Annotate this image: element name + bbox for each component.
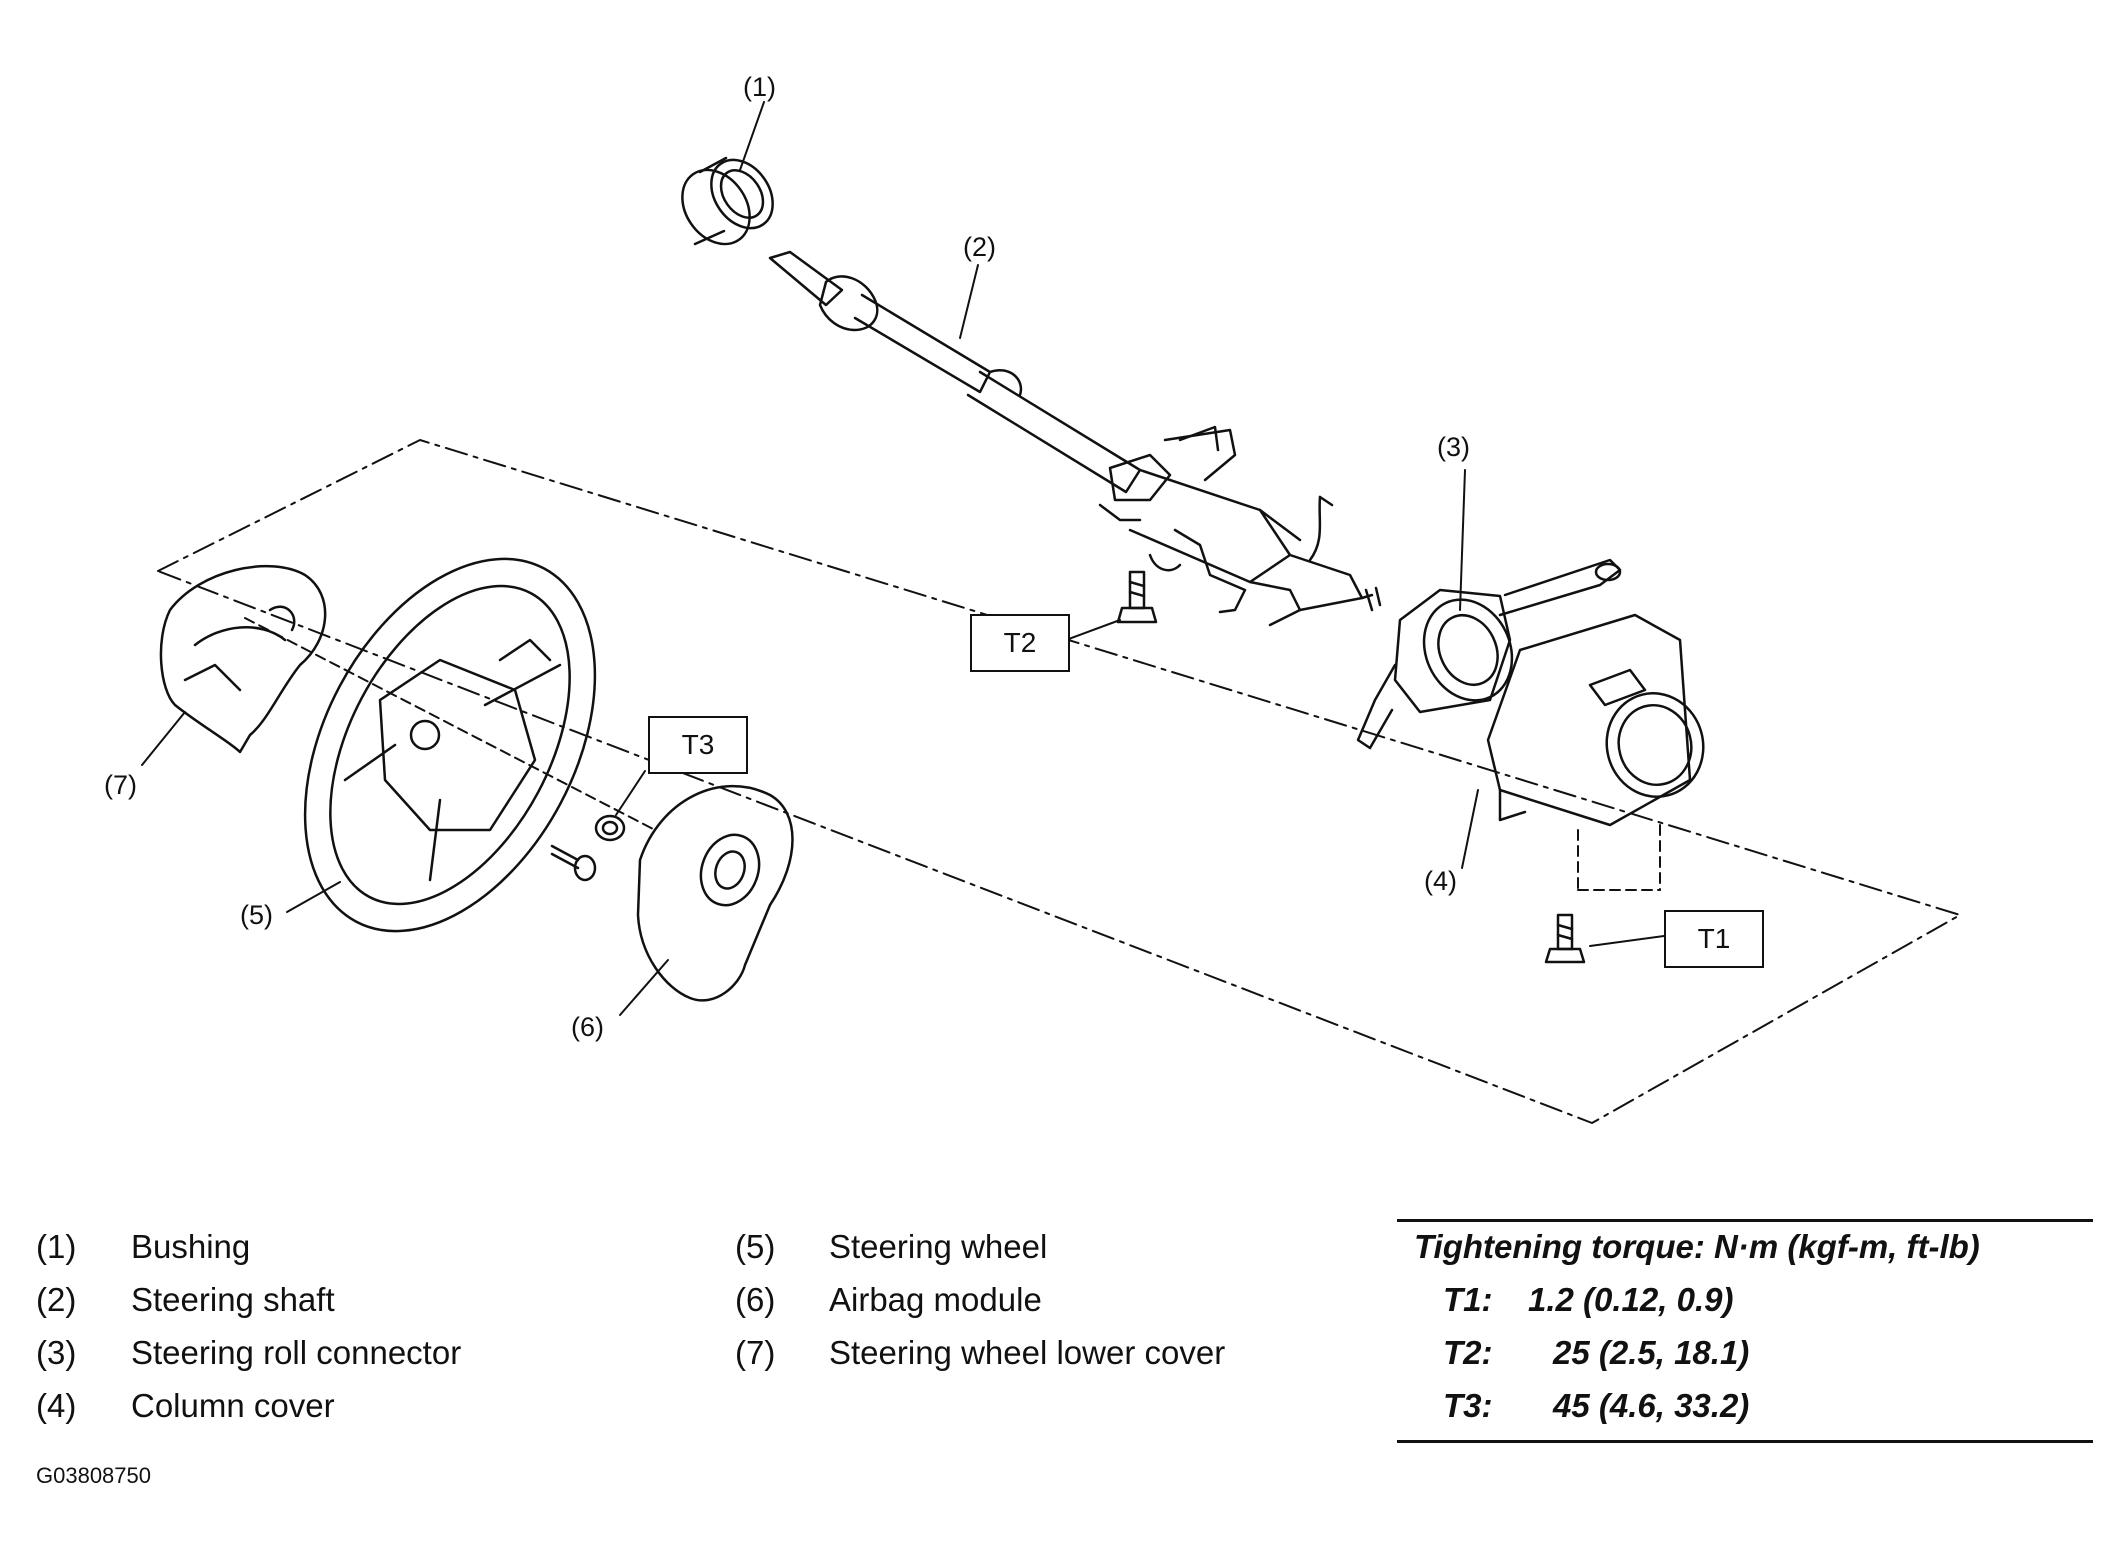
wheel-screw [550,844,597,882]
t3-nut [594,814,626,842]
bushing-part [681,156,774,246]
torque-table-top-rule [1397,1219,2093,1222]
callout-6: (6) [571,1012,604,1042]
airbag-module-part [636,785,794,1002]
leader-4 [1461,789,1479,869]
legend-num-5: (5) [735,1228,776,1265]
lower-cover-part [159,564,327,754]
legend-label-4: Column cover [131,1387,335,1424]
torque-value-t2: 25 (2.5, 18.1) [1553,1334,1750,1371]
legend-label-2: Steering shaft [131,1281,335,1318]
legend-num-3: (3) [36,1334,77,1371]
leader-6 [619,959,669,1016]
torque-table-bottom-rule [1397,1440,2093,1443]
torque-box-t2: T2 [970,614,1070,672]
torque-key-t3: T3: [1443,1387,1493,1424]
leader-t1 [1589,935,1665,947]
leader-7 [141,711,186,766]
legend-label-5: Steering wheel [829,1228,1048,1265]
legend-label-3: Steering roll connector [131,1334,462,1371]
torque-key-t2: T2: [1443,1334,1493,1371]
callout-1: (1) [743,72,776,102]
leader-3 [1459,469,1466,611]
figure-code: G03808750 [36,1463,151,1488]
steering-wheel-part [303,557,597,933]
callout-3: (3) [1437,432,1470,462]
legend-label-1: Bushing [131,1228,251,1265]
leader-1 [739,101,765,171]
assembly-boundary [157,439,1961,1124]
callout-2: (2) [963,232,996,262]
leader-2 [959,264,979,339]
legend-label-6: Airbag module [829,1281,1042,1318]
legend-label-7: Steering wheel lower cover [829,1334,1226,1371]
steering-shaft-part [768,250,1382,627]
legend-num-6: (6) [735,1281,776,1318]
leader-t3 [615,770,646,816]
column-cover-part [1486,613,1705,827]
torque-value-t3: 45 (4.6, 33.2) [1553,1387,1750,1424]
t1-screw [1544,913,1586,964]
wheel-axis [244,617,656,831]
callout-5: (5) [240,900,273,930]
callout-4: (4) [1424,866,1457,896]
torque-box-t3: T3 [648,716,748,774]
legend-num-7: (7) [735,1334,776,1371]
torque-value-t1: 1.2 (0.12, 0.9) [1528,1281,1734,1318]
callout-7: (7) [104,770,137,800]
leader-t2 [1065,619,1121,641]
legend-num-2: (2) [36,1281,77,1318]
torque-box-t1: T1 [1664,910,1764,968]
leader-5 [286,881,341,913]
torque-key-t1: T1: [1443,1281,1493,1318]
roll-connector-part [1356,558,1622,750]
t2-bolt [1116,570,1158,624]
torque-table-title: Tightening torque: N·m (kgf-m, ft-lb) [1414,1228,1980,1265]
legend-num-1: (1) [36,1228,77,1265]
column-cover-projection [1577,824,1661,891]
legend-num-4: (4) [36,1387,77,1424]
